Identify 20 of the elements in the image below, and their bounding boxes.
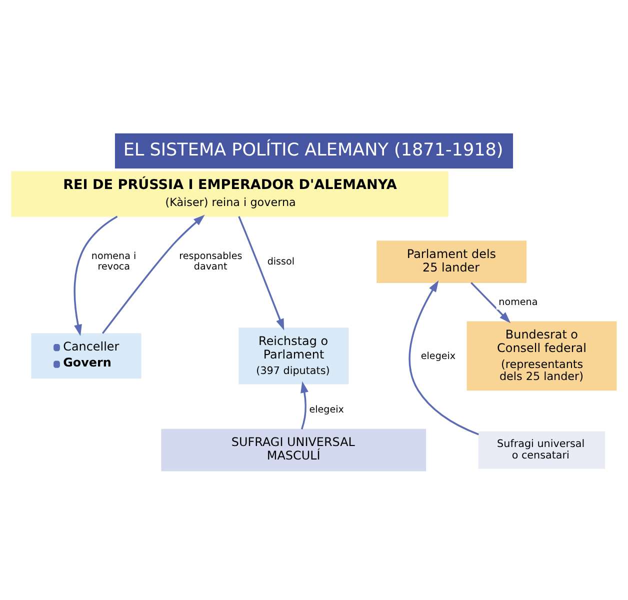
arrow <box>470 282 511 323</box>
node-box: Parlament dels 25 lander <box>376 240 527 282</box>
edge-label: nomena <box>498 296 538 308</box>
node-box: Canceller Govern <box>31 332 142 378</box>
arrow <box>408 280 479 435</box>
diagram-title: EL SISTEMA POLÍTIC ALEMANY (1871-1918) <box>123 140 504 160</box>
edge-label: elegeix <box>420 350 456 362</box>
arrow <box>300 380 308 430</box>
arrow <box>238 216 284 330</box>
edge-label: dissol <box>267 256 295 268</box>
node-box: Reichstag o Parlament (397 diputats) <box>238 327 349 384</box>
node-box: SUFRAGI UNIVERSAL MASCULÍ <box>161 428 426 471</box>
edge-label: responsables davant <box>179 250 242 272</box>
node-box: Bundesrat o Consell federal (representants dels 25 lander) <box>466 320 617 390</box>
arrow <box>74 215 118 336</box>
node-box: REI DE PRÚSSIA I EMPERADOR D'ALEMANYA (Kàiser) reina i governa <box>11 170 448 216</box>
edge-label: nomena i revoca <box>91 250 136 272</box>
arrow <box>102 214 205 334</box>
node-box: Sufragi universal o censatari <box>478 430 606 468</box>
edge-label: elegeix <box>309 404 344 416</box>
